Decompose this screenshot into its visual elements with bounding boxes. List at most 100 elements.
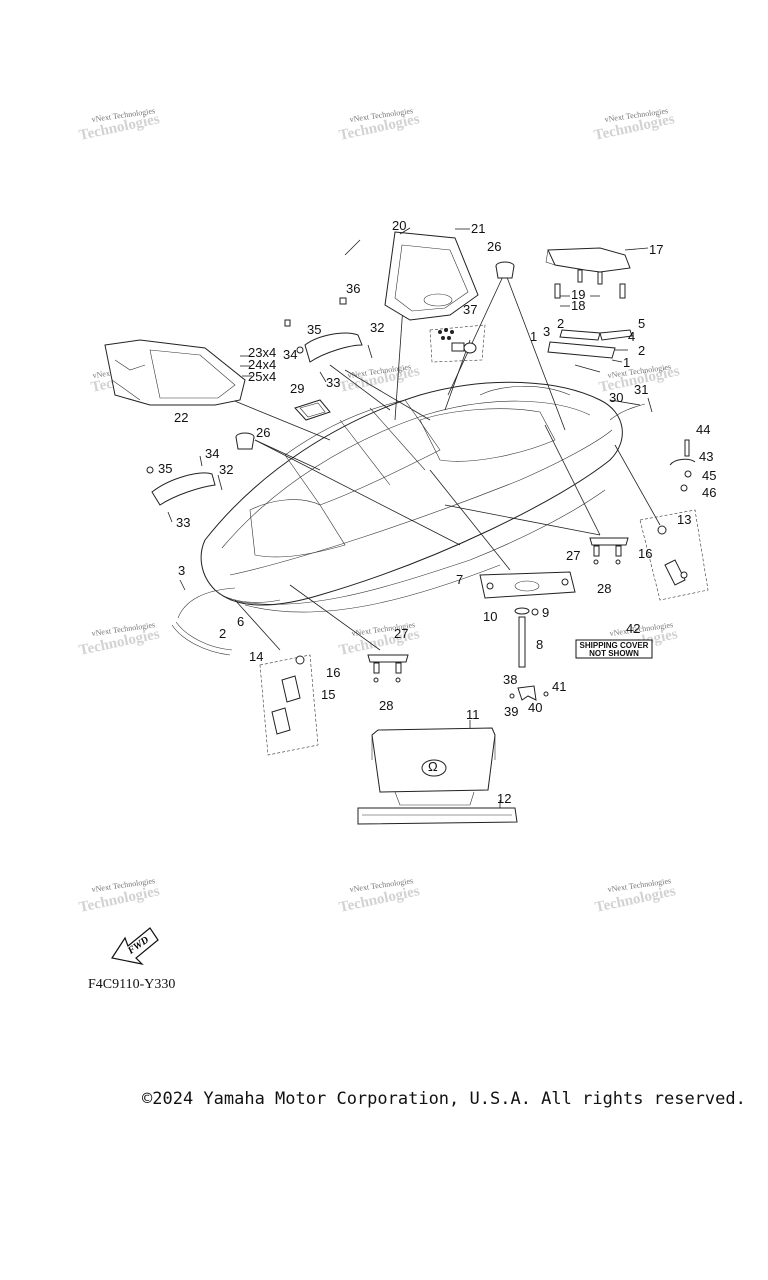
boat-hull [200, 381, 623, 613]
callout-44: 44 [696, 422, 710, 437]
part-17-seat [545, 247, 649, 285]
callout-22: 22 [174, 410, 188, 425]
callout-23: 23x4 [248, 345, 276, 360]
part-1-5-rails [547, 329, 633, 373]
callout-9: 9 [542, 605, 549, 620]
callout-45: 45 [702, 468, 716, 483]
callout-35: 35 [307, 322, 321, 337]
part-11-cooler: Ω [371, 720, 496, 806]
callout-2: 2 [557, 316, 564, 331]
callout-28: 28 [379, 698, 393, 713]
part-7-hatch [479, 571, 576, 599]
callout-19: 19 [571, 287, 585, 302]
callout-46: 46 [702, 485, 716, 500]
part-20-tray [384, 227, 479, 321]
callout-35: 35 [158, 461, 172, 476]
callout-15: 15 [321, 687, 335, 702]
callout-13: 13 [677, 512, 691, 527]
callout-10: 10 [483, 609, 497, 624]
callout-29: 29 [290, 381, 304, 396]
callout-20: 20 [392, 218, 406, 233]
part-32-handle [284, 297, 373, 383]
callout-2: 2 [638, 343, 645, 358]
part-30-31-hose [609, 397, 653, 421]
callout-7: 7 [456, 572, 463, 587]
part-8-10-post [514, 607, 539, 668]
part-37-kit [429, 324, 486, 363]
part-14-toweye [259, 654, 319, 756]
callout-28: 28 [597, 581, 611, 596]
callout-2: 2 [219, 626, 226, 641]
callout-4: 4 [628, 329, 635, 344]
callout-26: 26 [487, 239, 501, 254]
callout-40: 40 [528, 700, 542, 715]
shipping-cover-line2: NOT SHOWN [589, 649, 639, 658]
callout-43: 43 [699, 449, 713, 464]
callout-5: 5 [638, 316, 645, 331]
callout-27: 27 [394, 626, 408, 641]
callouts: 20 21 26 17 19 18 36 37 35 32 34 33 2 5 … [158, 218, 716, 806]
shipping-cover-line1: SHIPPING COVER [580, 641, 649, 650]
callout-33: 33 [326, 375, 340, 390]
callout-12: 12 [497, 791, 511, 806]
part-27-cleat [589, 537, 629, 565]
part-22-bin [104, 339, 252, 406]
callout-16: 16 [638, 546, 652, 561]
callout-17: 17 [649, 242, 663, 257]
svg-text:Ω: Ω [428, 759, 438, 774]
callout-14: 14 [249, 649, 263, 664]
callout-37: 37 [463, 302, 477, 317]
callout-33: 33 [176, 515, 190, 530]
callout-1: 1 [530, 329, 537, 344]
callout-3: 3 [178, 563, 185, 578]
part-29-mirror [294, 399, 331, 421]
callout-32: 32 [370, 320, 384, 335]
diagram-code: F4C9110-Y330 [88, 977, 176, 992]
callout-38: 38 [503, 672, 517, 687]
callout-16: 16 [326, 665, 340, 680]
copyright-notice: ©2024 Yamaha Motor Corporation, U.S.A. A… [142, 1089, 746, 1109]
part-2-6-rubrail [171, 579, 236, 656]
callout-11: 11 [466, 707, 480, 722]
part-32-handle [146, 455, 223, 523]
part-27-cleat [367, 654, 409, 683]
part-26-cupholder [495, 261, 515, 279]
callout-3: 3 [543, 324, 550, 339]
callout-27: 27 [566, 548, 580, 563]
callout-39: 39 [504, 704, 518, 719]
callout-30: 30 [609, 390, 623, 405]
callout-8: 8 [536, 637, 543, 652]
callout-41: 41 [552, 679, 566, 694]
part-18-19-bolts [554, 283, 626, 307]
callout-34: 34 [205, 446, 219, 461]
callout-36: 36 [346, 281, 360, 296]
part-26-cupholder [235, 432, 255, 450]
shipping-cover-note: SHIPPING COVER NOT SHOWN [575, 639, 653, 659]
part-38-41-clip [509, 685, 549, 701]
callout-18: 18 [571, 298, 585, 313]
callout-24: 24x4 [248, 357, 276, 372]
callout-26: 26 [256, 425, 270, 440]
callout-25: 25x4 [248, 369, 276, 384]
fwd-arrow: FWD [111, 927, 159, 965]
callout-21: 21 [471, 221, 485, 236]
callout-32: 32 [219, 462, 233, 477]
part-43-46-hardware [669, 439, 696, 492]
part-12-rail [357, 800, 518, 825]
callout-42: 42 [626, 621, 640, 636]
callout-1: 1 [623, 355, 630, 370]
part-13-toweye [639, 509, 709, 601]
callout-34: 34 [283, 347, 297, 362]
callout-6: 6 [237, 614, 244, 629]
callout-31: 31 [634, 382, 648, 397]
